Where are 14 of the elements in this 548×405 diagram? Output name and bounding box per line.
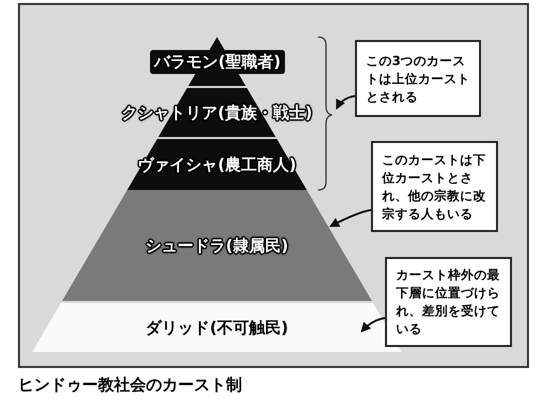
tier-label: バラモン(聖職者) bbox=[150, 50, 285, 74]
callout-box bbox=[385, 257, 512, 347]
callout-box bbox=[355, 40, 481, 117]
callout-box bbox=[371, 141, 498, 232]
tier-label: シュードラ(隷属民) bbox=[146, 234, 288, 256]
arrow bbox=[336, 95, 356, 110]
tier-label: クシャトリア(貴族・戦士) bbox=[122, 102, 312, 124]
arrow bbox=[329, 209, 372, 227]
callout-text: このカーストは下位カーストとされ、他の宗教に改宗する人もいる bbox=[382, 150, 487, 222]
callout-text: カースト枠外の最下層に位置づけられ、差別を受けている bbox=[396, 266, 501, 338]
callout-text: この3つのカーストは上位カーストとされる bbox=[366, 52, 470, 106]
tier-label: ダリッド(不可触民) bbox=[146, 316, 288, 338]
diagram-title: ヒンドゥー教社会のカースト制 bbox=[18, 374, 242, 396]
arrow bbox=[360, 317, 386, 332]
